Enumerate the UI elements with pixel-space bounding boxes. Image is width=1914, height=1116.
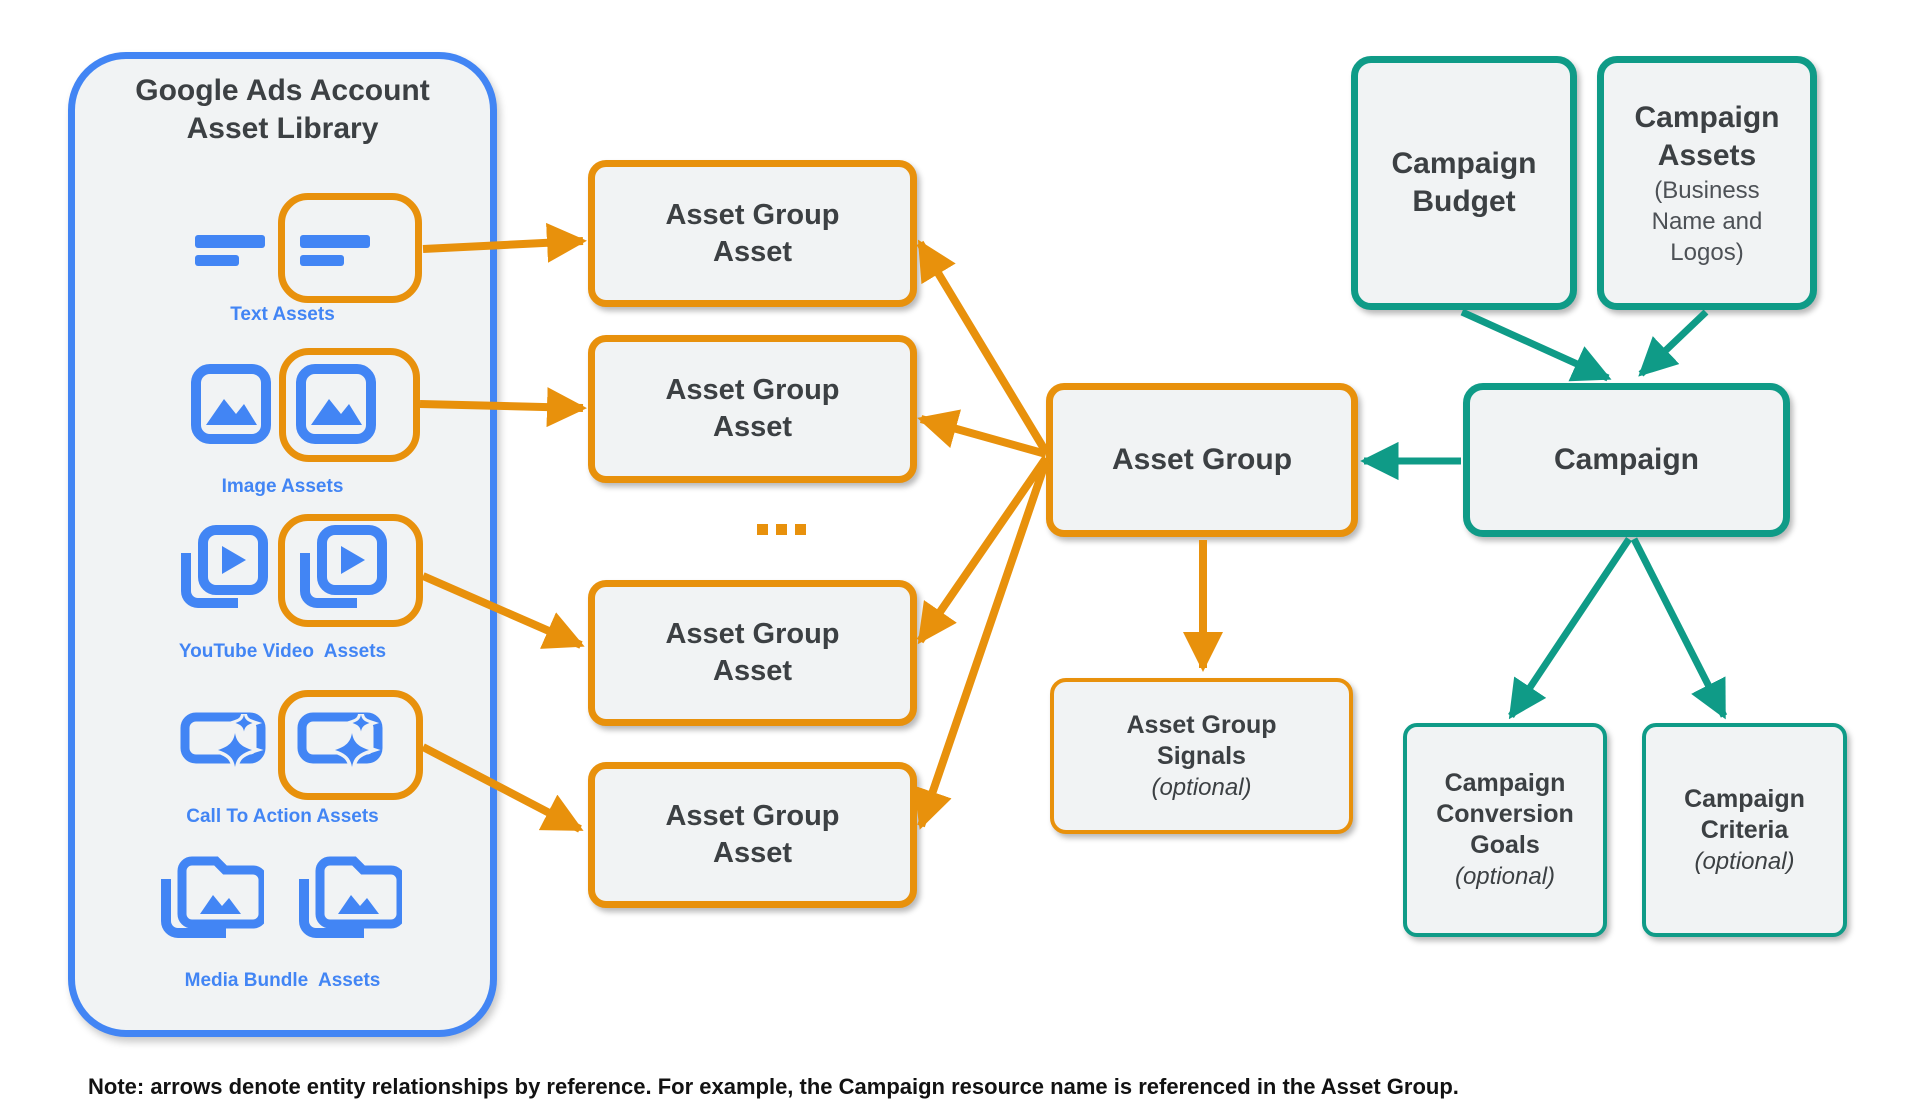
ellipsis-icon <box>757 524 806 535</box>
selected-asset-ring <box>278 193 422 303</box>
youtube-video-asset-icon <box>181 525 268 608</box>
asset-group-signals-optional: (optional) <box>1151 773 1252 801</box>
campaign-box: Campaign <box>1463 383 1790 537</box>
selected-asset-ring <box>278 514 423 627</box>
campaign-conversion-goals-title: Campaign Conversion Goals <box>1436 769 1574 859</box>
media-bundle-assets-label: Media Bundle Assets <box>184 970 381 991</box>
asset-group-asset-box: Asset Group Asset <box>588 160 917 307</box>
image-assets-label: Image Assets <box>221 476 344 497</box>
campaign-criteria-box: Campaign Criteria (optional) <box>1642 723 1847 937</box>
youtube-video-asset-icon <box>300 525 387 608</box>
asset-group-signals-title: Asset Group Signals <box>1126 710 1277 770</box>
text-assets-label: Text Assets <box>230 304 335 325</box>
asset-group-signals-box: Asset Group Signals (optional) <box>1050 678 1353 834</box>
campaign-budget-box: Campaign Budget <box>1351 56 1577 310</box>
text-asset-icon <box>300 235 370 266</box>
call-to-action-asset-icon <box>180 712 266 768</box>
footer-note: Note: arrows denote entity relationships… <box>88 1074 1459 1099</box>
media-bundle-asset-icon <box>161 856 264 938</box>
selected-asset-ring <box>279 348 420 462</box>
call-to-action-assets-label: Call To Action Assets <box>186 806 379 827</box>
campaign-conversion-goals-box: Campaign Conversion Goals (optional) <box>1403 723 1607 937</box>
campaign-assets-box: Campaign Assets (Business Name and Logos… <box>1597 56 1817 310</box>
asset-group-asset-box: Asset Group Asset <box>588 580 917 726</box>
call-to-action-asset-icon <box>297 712 383 768</box>
text-asset-icon <box>195 235 265 266</box>
campaign-conversion-goals-optional: (optional) <box>1454 863 1556 890</box>
campaign-criteria-optional: (optional) <box>1694 847 1795 875</box>
campaign-assets-subtitle: (Business Name and Logos) <box>1651 176 1763 266</box>
asset-library-title: Google Ads Account Asset Library <box>135 74 430 145</box>
media-bundle-asset-icon <box>299 856 402 938</box>
asset-group-asset-box: Asset Group Asset <box>588 335 917 483</box>
campaign-assets-title: Campaign Assets <box>1634 100 1780 172</box>
asset-group-box: Asset Group <box>1046 383 1358 537</box>
selected-asset-ring <box>278 690 423 800</box>
image-asset-icon <box>296 364 376 444</box>
asset-group-asset-box: Asset Group Asset <box>588 762 917 908</box>
image-asset-icon <box>191 364 271 444</box>
youtube-video-assets-label: YouTube Video Assets <box>178 641 387 662</box>
campaign-criteria-title: Campaign Criteria <box>1684 784 1805 844</box>
